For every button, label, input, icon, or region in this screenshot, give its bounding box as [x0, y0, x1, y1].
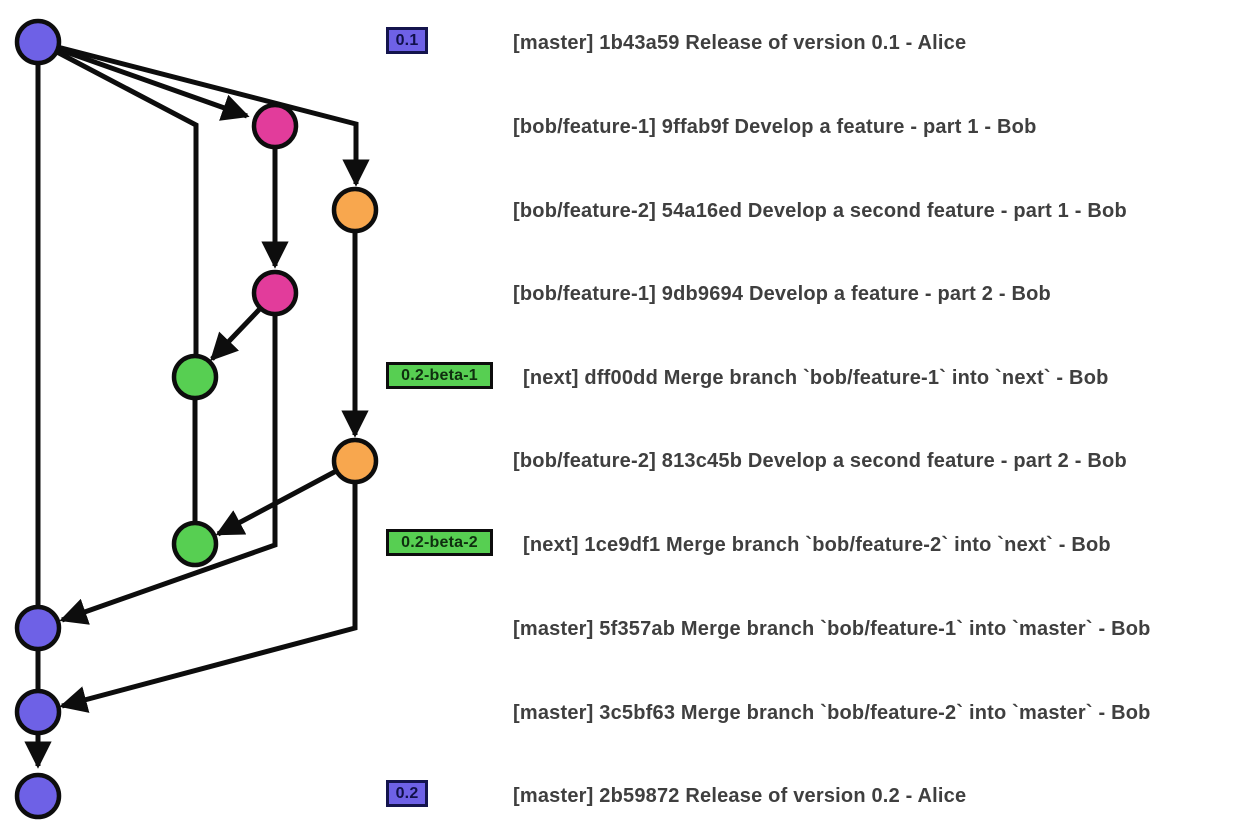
commit-node-5f357ab: [14, 604, 62, 652]
tag-badge-0-2-beta-1: 0.2-beta-1: [386, 362, 493, 389]
commit-message-1ce9df1: [next] 1ce9df1 Merge branch `bob/feature…: [523, 534, 1111, 556]
node-group: [14, 18, 379, 820]
commit-node-1b43a59: [14, 18, 62, 66]
tag-badge-0-2-beta-2: 0.2-beta-2: [386, 529, 493, 556]
edge-next-branch-from-master: [36, 39, 199, 377]
edge-feature1-merge-into-master: [59, 293, 278, 625]
commit-message-dff00dd: [next] dff00dd Merge branch `bob/feature…: [523, 367, 1109, 389]
edge-feature1-branch-from-master: [37, 39, 250, 121]
commit-node-9db9694: [251, 269, 299, 317]
commit-node-2b59872: [14, 772, 62, 820]
commit-message-9ffab9f: [bob/feature-1] 9ffab9f Develop a featur…: [513, 116, 1037, 138]
commit-message-2b59872: [master] 2b59872 Release of version 0.2 …: [513, 785, 967, 807]
commit-message-9db9694: [bob/feature-1] 9db9694 Develop a featur…: [513, 283, 1051, 305]
commit-message-3c5bf63: [master] 3c5bf63 Merge branch `bob/featu…: [513, 702, 1151, 724]
tag-badge-0-2: 0.2: [386, 780, 428, 807]
commit-message-54a16ed: [bob/feature-2] 54a16ed Develop a second…: [513, 200, 1127, 222]
commit-node-54a16ed: [331, 186, 379, 234]
commit-node-1ce9df1: [171, 520, 219, 568]
commit-node-dff00dd: [171, 353, 219, 401]
commit-message-813c45b: [bob/feature-2] 813c45b Develop a second…: [513, 450, 1127, 472]
commit-message-5f357ab: [master] 5f357ab Merge branch `bob/featu…: [513, 618, 1151, 640]
edge-group: [24, 39, 370, 769]
edge-feature2-merge-into-next: [215, 458, 357, 537]
commit-node-813c45b: [331, 437, 379, 485]
commit-node-9ffab9f: [251, 102, 299, 150]
edge-feature2-branch-from-master: [37, 39, 370, 187]
tag-badge-0-1: 0.1: [386, 27, 428, 54]
commit-node-3c5bf63: [14, 688, 62, 736]
commit-message-1b43a59: [master] 1b43a59 Release of version 0.1 …: [513, 32, 967, 54]
edge-feature2-merge-into-master: [59, 461, 358, 713]
